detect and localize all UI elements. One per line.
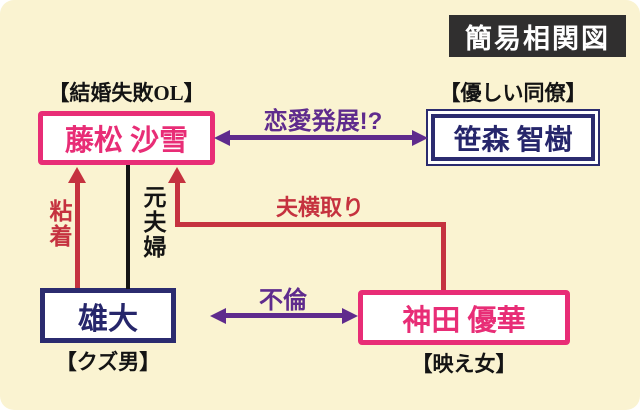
- relation-label-romance: 恋愛発展!?: [263, 108, 383, 135]
- affair-arrowhead-right-icon: [342, 307, 358, 324]
- person-box-yudai: 雄大: [40, 288, 176, 343]
- role-tag-kanda: 【映え女】: [411, 352, 517, 376]
- husband-stealing-line-vertical-left: [175, 182, 180, 227]
- affair-arrow-line: [224, 313, 342, 318]
- ex-couple-line: [126, 165, 130, 289]
- romance-arrow-line: [228, 135, 412, 140]
- affair-arrowhead-left-icon: [210, 307, 226, 324]
- relation-label-affair: 不倫: [259, 287, 307, 314]
- person-box-fujimatsu: 藤松 沙雪: [38, 111, 215, 165]
- person-box-kanda: 神田 優華: [358, 290, 570, 345]
- person-name-fujimatsu: 藤松 沙雪: [64, 125, 189, 157]
- clinging-arrowhead-icon: [68, 167, 86, 183]
- husband-stealing-line-vertical-right: [441, 222, 446, 290]
- husband-stealing-line-horizontal: [175, 222, 446, 227]
- diagram-title: 簡易相関図: [449, 15, 626, 57]
- relation-label-clinging: 粘着: [46, 199, 72, 249]
- husband-stealing-arrowhead-icon: [168, 167, 186, 183]
- person-box-sasamori: 笹森 智樹: [431, 114, 595, 161]
- romance-arrowhead-right-icon: [412, 129, 428, 146]
- person-name-yudai: 雄大: [78, 302, 138, 336]
- person-name-kanda: 神田 優華: [402, 304, 526, 337]
- role-tag-fujimatsu: 【結婚失敗OL】: [48, 81, 205, 105]
- relation-label-ex-couple: 元夫婦: [140, 185, 166, 260]
- role-tag-yudai: 【クズ男】: [55, 350, 161, 374]
- role-tag-sasamori: 【優しい同僚】: [439, 81, 587, 105]
- clinging-arrow-line: [75, 182, 80, 288]
- relation-label-husband-stealing: 夫横取り: [275, 195, 364, 220]
- person-name-sasamori: 笹森 智樹: [453, 124, 573, 156]
- romance-arrowhead-left-icon: [214, 129, 230, 146]
